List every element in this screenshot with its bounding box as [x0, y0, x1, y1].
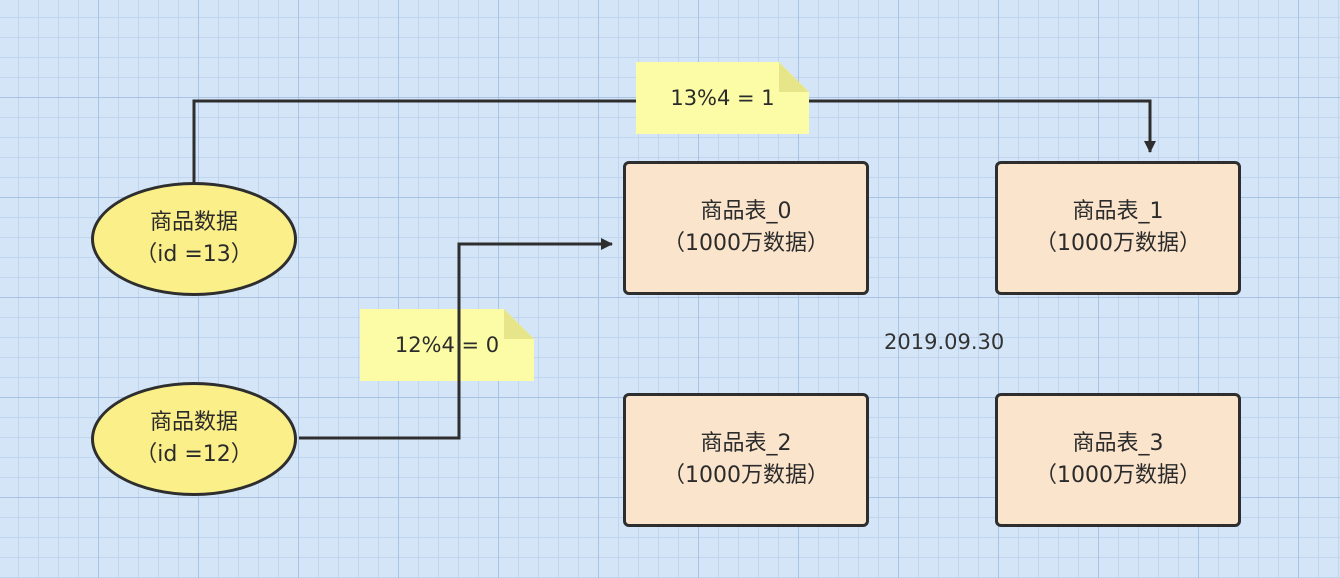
table-node-title: 商品表_2: [700, 431, 792, 456]
source-node-id-12[interactable]: 商品数据 （id =12）: [91, 382, 297, 496]
source-node-detail: （id =13）: [135, 242, 253, 267]
source-node-title: 商品数据: [149, 210, 238, 235]
table-node-3[interactable]: 商品表_3 （1000万数据）: [995, 393, 1241, 527]
note-shape: [360, 309, 534, 381]
table-node-2[interactable]: 商品表_2 （1000万数据）: [623, 393, 869, 527]
note-shape: [636, 62, 809, 134]
source-node-detail: （id =12）: [135, 442, 253, 467]
table-node-title: 商品表_0: [700, 199, 792, 224]
table-node-detail: （1000万数据）: [1035, 463, 1201, 488]
note-label: 12%4 = 0: [394, 333, 500, 357]
table-node-detail: （1000万数据）: [1035, 231, 1201, 256]
table-node-1[interactable]: 商品表_1 （1000万数据）: [995, 161, 1241, 295]
source-node-id-13[interactable]: 商品数据 （id =13）: [91, 182, 297, 296]
note-13-mod-4: 13%4 = 1: [636, 62, 809, 134]
note-label: 13%4 = 1: [670, 86, 775, 110]
table-node-detail: （1000万数据）: [663, 231, 829, 256]
table-node-title: 商品表_1: [1072, 199, 1164, 224]
table-node-0[interactable]: 商品表_0 （1000万数据）: [623, 161, 869, 295]
note-12-mod-4: 12%4 = 0: [360, 309, 534, 381]
date-label: 2019.09.30: [884, 330, 1005, 354]
table-node-detail: （1000万数据）: [663, 463, 829, 488]
table-node-title: 商品表_3: [1072, 431, 1164, 456]
source-node-title: 商品数据: [149, 410, 238, 435]
